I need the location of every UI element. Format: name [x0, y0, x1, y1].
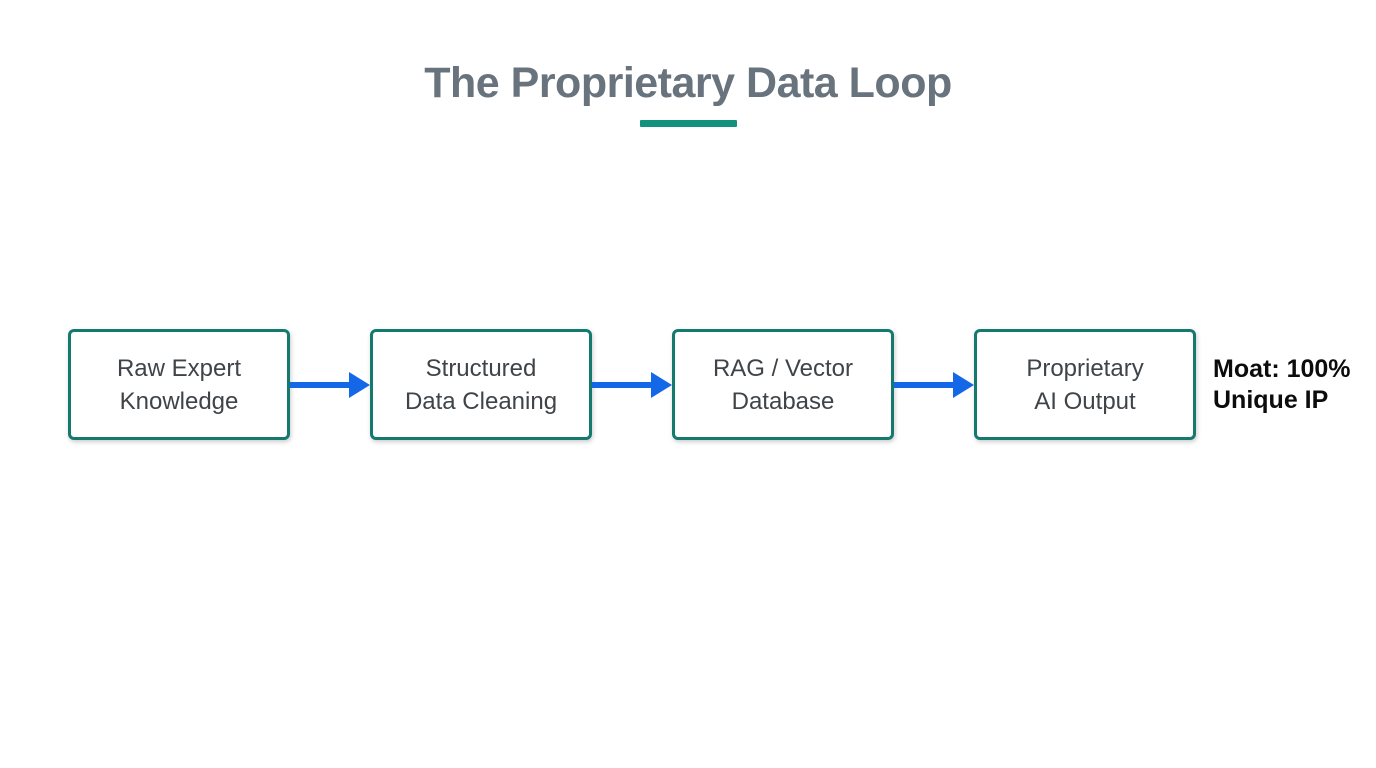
- title-underline: [639, 119, 737, 127]
- arrow-shaft: [592, 381, 651, 388]
- arrow-right-icon: [290, 371, 370, 398]
- arrow-head: [349, 371, 370, 398]
- flow-step-proprietary-ai-output: Proprietary AI Output: [974, 329, 1196, 440]
- flow-step-structured-data-cleaning: Structured Data Cleaning: [370, 329, 592, 440]
- flow-step-raw-expert-knowledge: Raw Expert Knowledge: [68, 329, 290, 440]
- flow-diagram: Raw Expert Knowledge Structured Data Cle…: [68, 329, 1351, 440]
- page-title: The Proprietary Data Loop: [424, 59, 952, 107]
- arrow-shaft: [290, 381, 349, 388]
- arrow-right-icon: [894, 371, 974, 398]
- flow-step-label: Raw Expert: [116, 354, 242, 382]
- arrow-head: [651, 371, 672, 398]
- title-block: The Proprietary Data Loop: [0, 58, 1376, 127]
- flow-step-rag-vector-database: RAG / Vector Database: [672, 329, 894, 440]
- flow-step-label: Data Cleaning: [404, 387, 558, 415]
- flow-step-label: Database: [731, 387, 835, 415]
- arrow-right-icon: [592, 371, 672, 398]
- flow-step-label: Knowledge: [119, 387, 239, 415]
- flow-step-label: RAG / Vector: [712, 354, 854, 382]
- flow-step-label: Proprietary: [1026, 354, 1144, 382]
- flow-step-label: Structured: [425, 354, 537, 382]
- moat-annotation-line1: Moat: 100%: [1213, 354, 1351, 383]
- moat-annotation: Moat: 100% Unique IP: [1213, 354, 1351, 416]
- arrow-shaft: [894, 381, 953, 388]
- moat-annotation-line2: Unique IP: [1213, 385, 1329, 414]
- arrow-head: [953, 371, 974, 398]
- flow-step-label: AI Output: [1034, 387, 1136, 415]
